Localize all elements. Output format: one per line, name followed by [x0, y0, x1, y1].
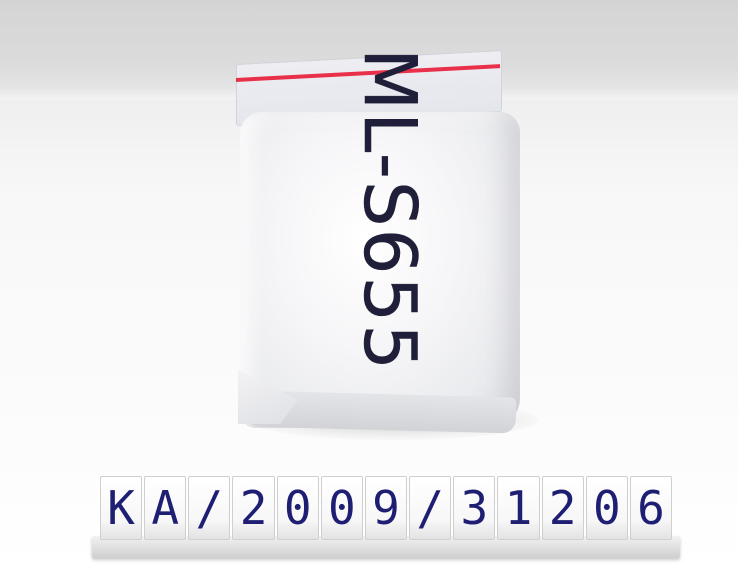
catalog-tile: 0: [585, 476, 628, 540]
catalog-number-strip: K A / 2 0 0 9 / 3 1 2 0 6: [92, 472, 680, 558]
catalog-tile: /: [188, 476, 231, 540]
catalog-tile: 0: [320, 476, 363, 540]
catalog-tile: 3: [453, 476, 496, 540]
handwritten-label: ML-S655: [348, 47, 433, 373]
catalog-tile: 0: [276, 476, 319, 540]
catalog-tiles: K A / 2 0 0 9 / 3 1 2 0 6: [100, 476, 673, 540]
catalog-tile: 2: [232, 476, 275, 540]
catalog-tile: 9: [364, 476, 408, 540]
catalog-tile: K: [100, 476, 143, 540]
sample-bag: [236, 50, 522, 434]
catalog-tile: /: [409, 476, 452, 540]
catalog-tile: 2: [541, 476, 584, 540]
catalog-tile: A: [144, 476, 187, 540]
strip-base: [92, 536, 680, 558]
catalog-tile: 6: [629, 476, 673, 540]
bag-pouch: [240, 112, 520, 428]
catalog-tile: 1: [497, 476, 540, 540]
